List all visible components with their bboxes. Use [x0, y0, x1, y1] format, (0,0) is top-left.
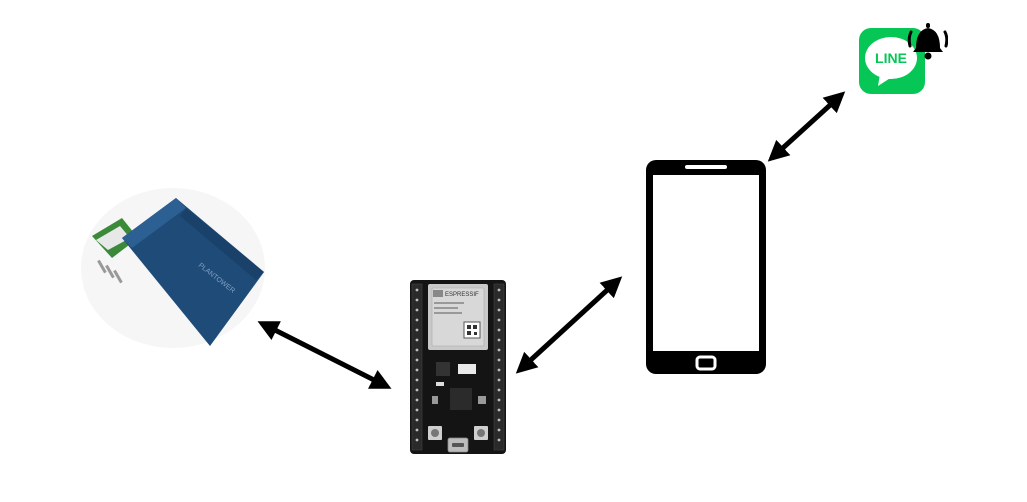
line-app-icon: LINE — [856, 20, 948, 96]
air-quality-sensor-icon: PLANTOWER — [78, 186, 268, 351]
arrow-board-phone — [515, 276, 623, 374]
bell-icon — [907, 23, 948, 60]
arrow-phone-line — [767, 91, 846, 162]
line-label: LINE — [875, 50, 907, 66]
arrow-sensor-board — [257, 321, 392, 389]
board-brand-text: ESPRESSIF — [445, 292, 479, 298]
smartphone-icon — [643, 157, 769, 377]
esp32-devkit-board-icon: ESPRESSIF — [406, 278, 510, 456]
